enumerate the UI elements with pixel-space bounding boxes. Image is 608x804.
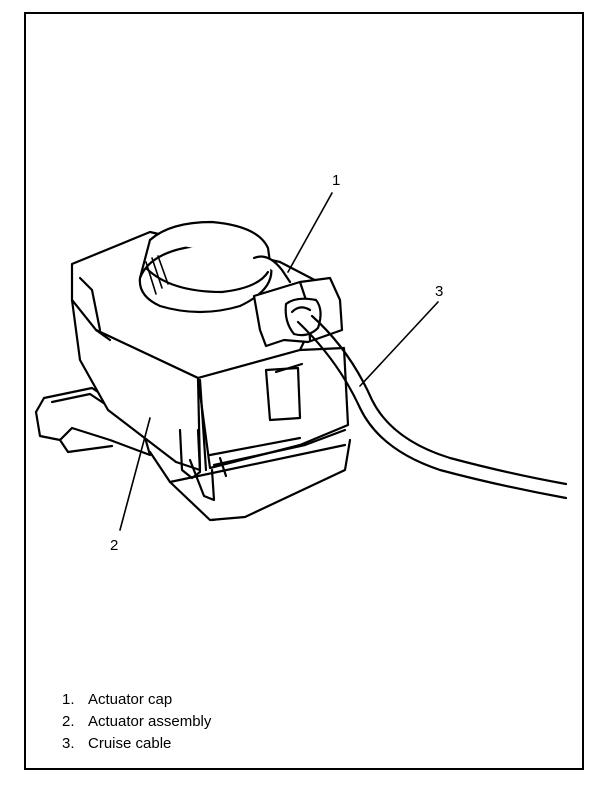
leader-line-3	[359, 301, 439, 387]
legend-label: Actuator assembly	[88, 713, 212, 730]
leader-lines	[119, 192, 439, 531]
legend-item: 2. Actuator assembly	[62, 711, 211, 733]
leader-line-1	[287, 192, 333, 273]
callout-3: 3	[435, 283, 444, 300]
legend-item: 3. Cruise cable	[62, 733, 211, 755]
legend-label: Actuator cap	[88, 691, 173, 708]
legend-label: Cruise cable	[88, 735, 172, 752]
legend-number: 3.	[62, 735, 75, 752]
callout-1: 1	[332, 172, 341, 189]
diagram-frame	[24, 12, 584, 770]
legend-number: 2.	[62, 713, 75, 730]
legend-item: 1. Actuator cap	[62, 689, 211, 711]
leader-line-2	[119, 417, 151, 531]
cruise-cable	[296, 314, 568, 500]
callout-2: 2	[110, 537, 119, 554]
legend-number: 1.	[62, 691, 75, 708]
parts-legend: 1. Actuator cap 2. Actuator assembly 3. …	[62, 689, 211, 755]
actuator-cap	[138, 220, 273, 314]
cable-grommet	[252, 255, 344, 348]
